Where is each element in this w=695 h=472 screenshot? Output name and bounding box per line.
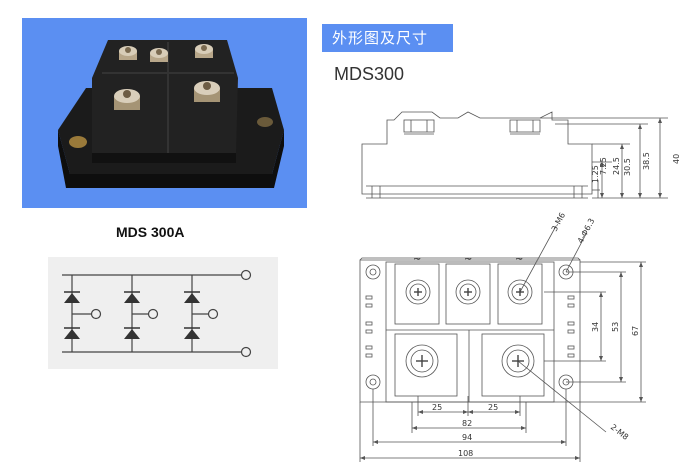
dim-7-25: 7.25 xyxy=(599,157,608,175)
callout-3-m6: 3-M6 xyxy=(550,211,567,233)
dim-67: 67 xyxy=(631,326,640,336)
terminal-mark-2: ~ xyxy=(464,254,472,265)
dim-38-5: 38.5 xyxy=(642,152,651,170)
terminal-mark-1: ~ xyxy=(413,254,421,265)
large-terminal-2 xyxy=(194,81,220,102)
dim-25-left: 25 xyxy=(432,403,442,412)
module-illustration xyxy=(58,40,284,188)
small-terminal-3 xyxy=(195,44,213,58)
large-terminal-1 xyxy=(114,89,140,110)
small-terminal-2 xyxy=(150,48,168,62)
dim-1-25: 1.25 xyxy=(591,165,600,183)
small-terminal-1 xyxy=(119,46,137,60)
dim-40: 40 xyxy=(672,154,681,164)
callout-2-m8: 2-M8 xyxy=(609,422,630,441)
product-photo xyxy=(22,18,307,208)
dim-53: 53 xyxy=(611,322,620,332)
terminal-mark-3: ~ xyxy=(515,254,523,265)
dim-108: 108 xyxy=(458,449,473,458)
model-title: MDS300 xyxy=(334,64,405,84)
dim-82: 82 xyxy=(462,419,472,428)
dim-30-5: 30.5 xyxy=(623,158,632,176)
photo-caption: MDS 300A xyxy=(116,224,185,240)
dim-25-right: 25 xyxy=(488,403,498,412)
dim-94: 94 xyxy=(462,433,472,442)
bridge-schematic xyxy=(62,269,252,358)
circuit-schematic xyxy=(48,257,278,369)
dim-24-5: 24.5 xyxy=(612,157,621,175)
callout-4-hole: 4-Φ6.3 xyxy=(576,217,597,245)
section-title: 外形图及尺寸 xyxy=(322,24,453,52)
dim-34: 34 xyxy=(591,322,600,332)
